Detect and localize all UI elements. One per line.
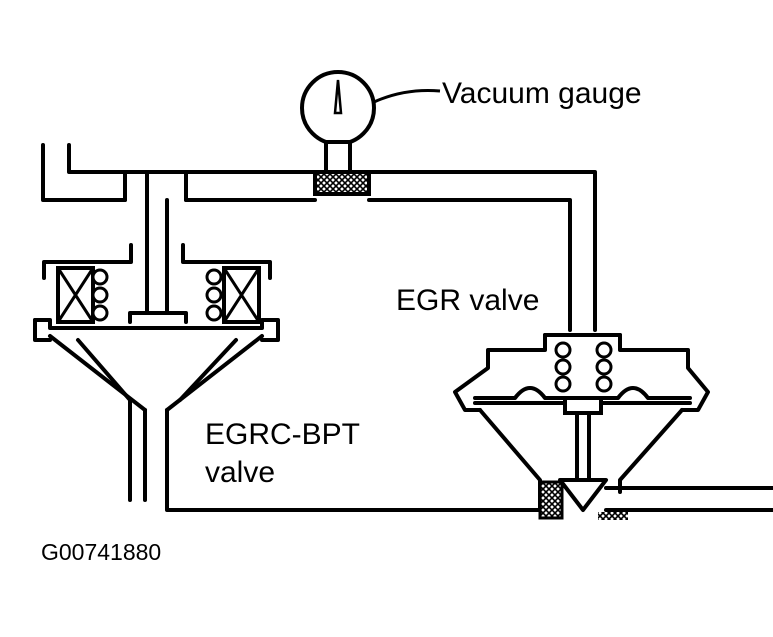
egr-restrictor <box>538 480 564 520</box>
vacuum-gauge-label: Vacuum gauge <box>442 77 642 110</box>
egr-valve <box>453 333 773 520</box>
egrc-bpt-valve <box>33 243 280 502</box>
figure-id: G00741880 <box>41 539 161 565</box>
vacuum-hoses <box>41 143 597 512</box>
egrc-bpt-valve-label-line2: valve <box>205 456 275 489</box>
egrc-bpt-valve-label-line1: EGRC-BPT <box>205 418 360 451</box>
vacuum-gauge <box>300 70 376 196</box>
egr-valve-label: EGR valve <box>396 284 539 317</box>
gauge-restrictor <box>313 170 371 196</box>
gauge-leader <box>373 89 441 104</box>
